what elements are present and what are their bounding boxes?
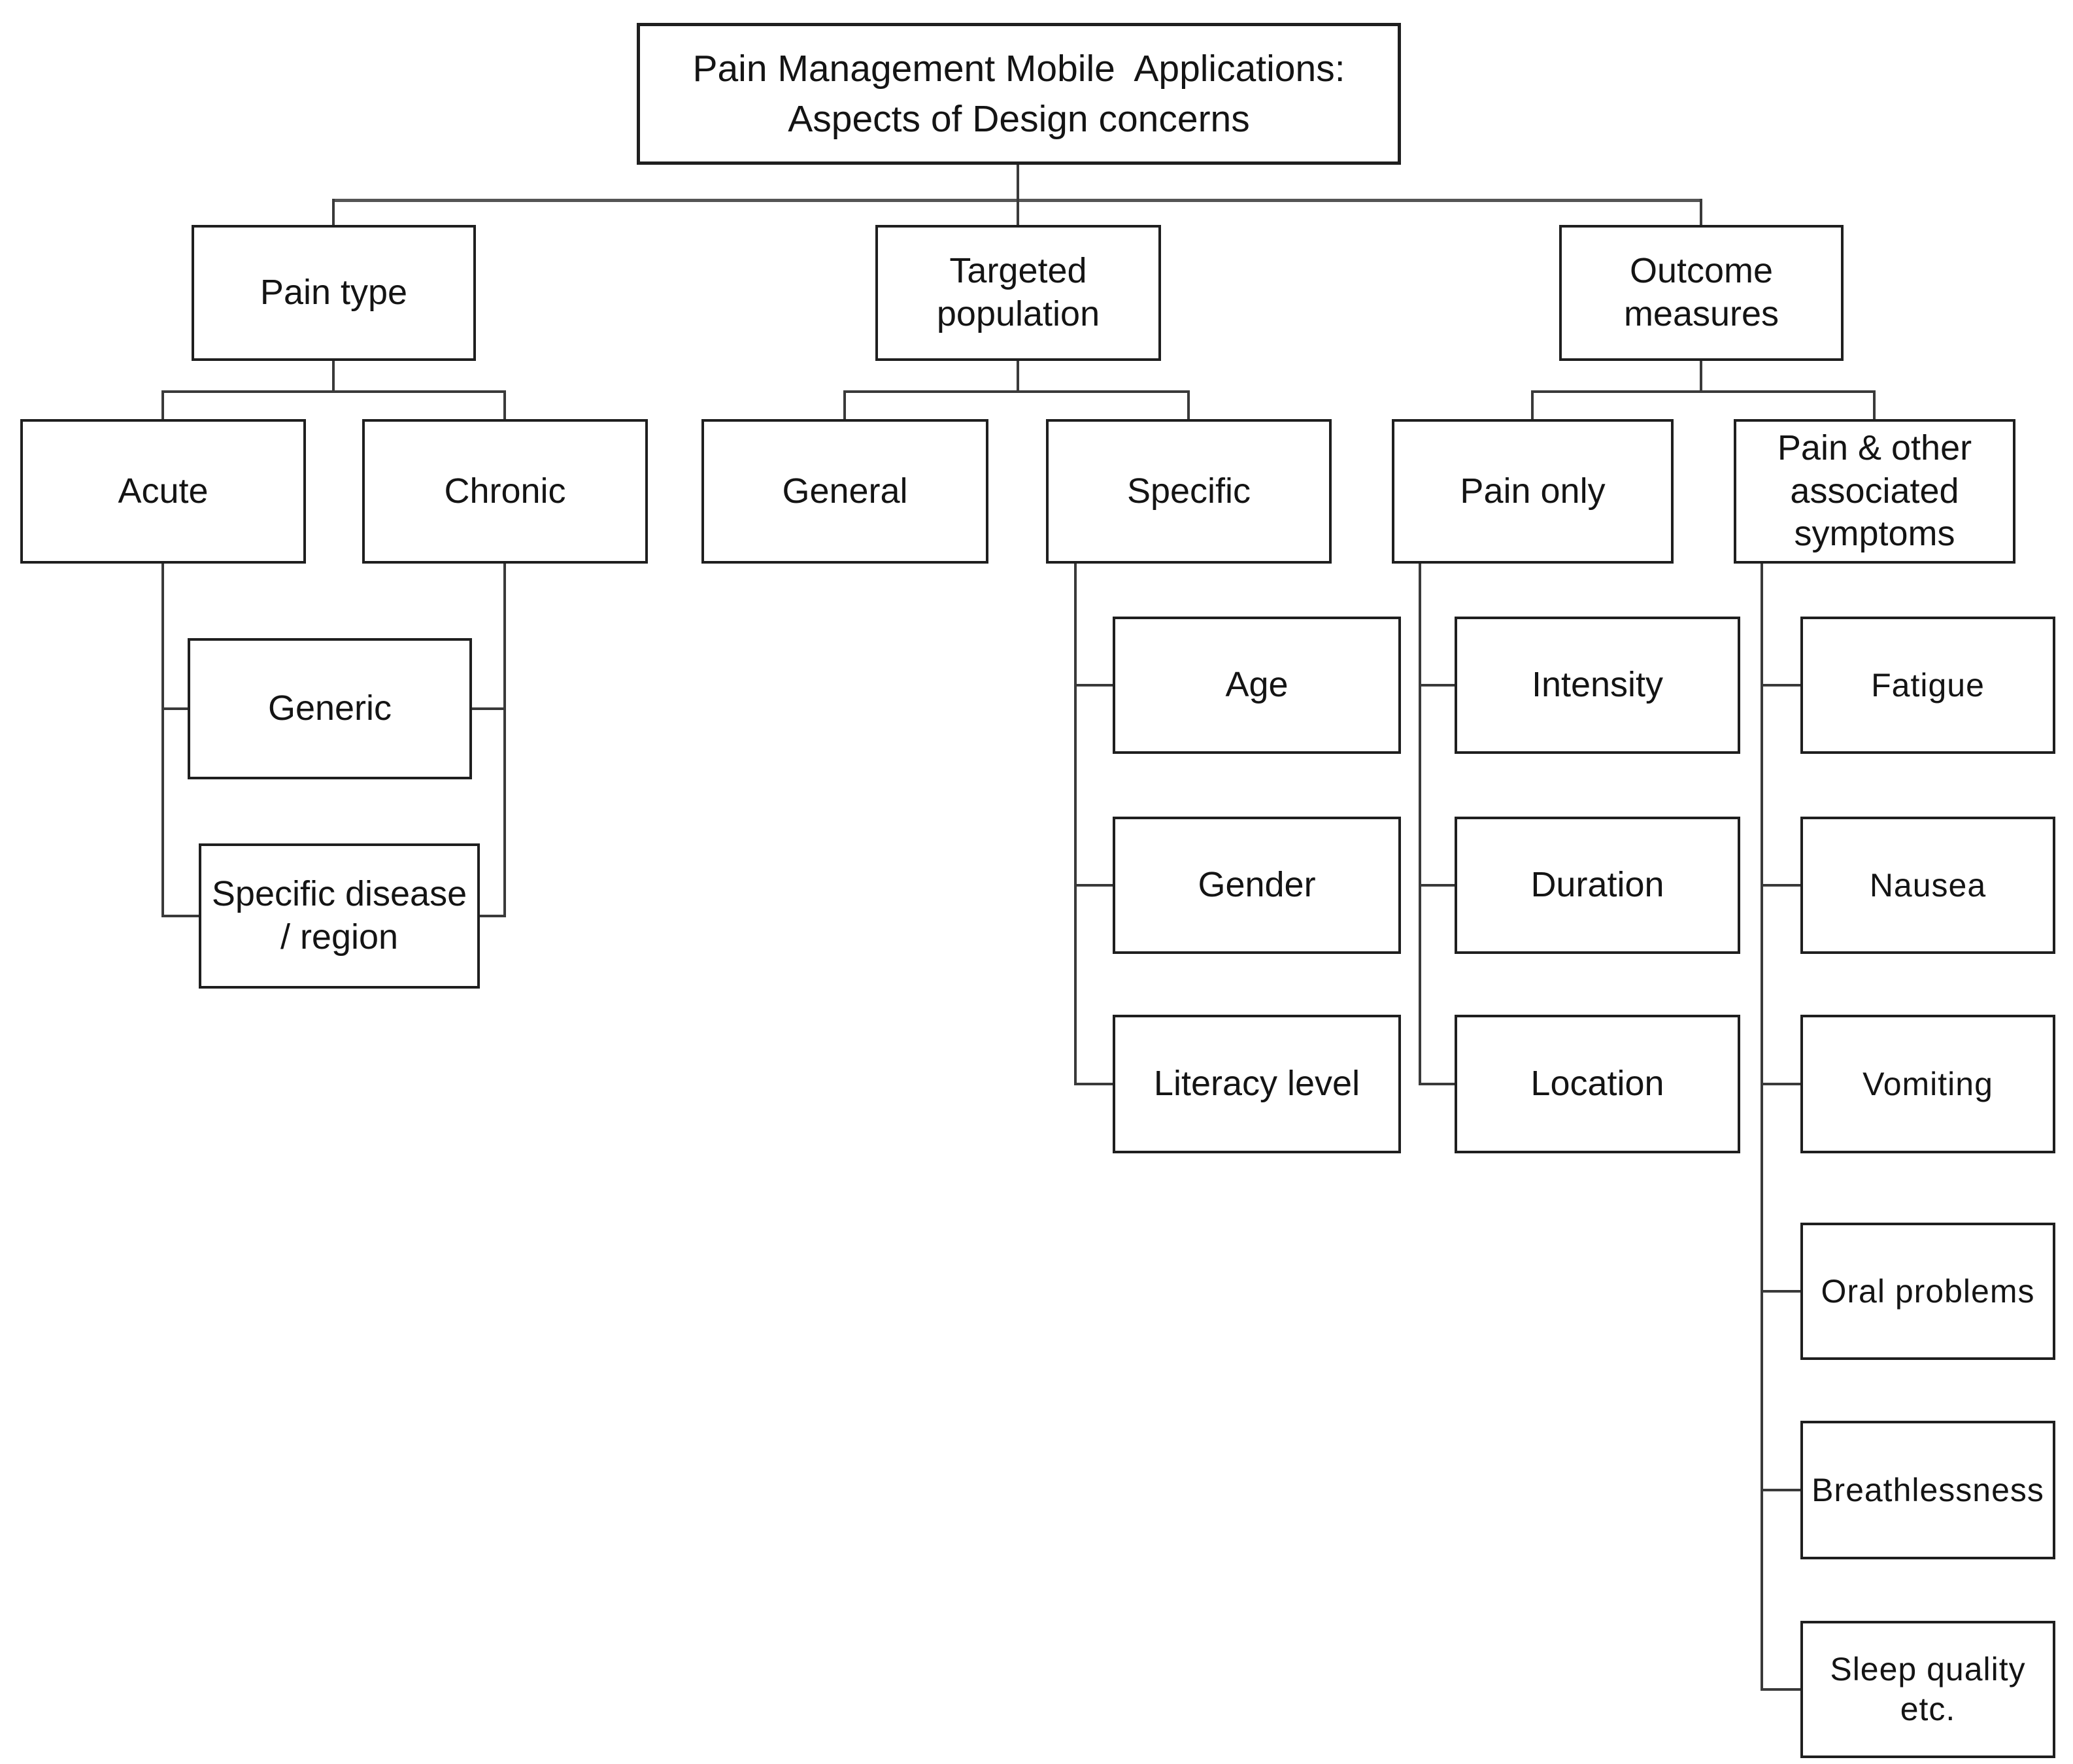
connector-stub-literacy	[1074, 1083, 1115, 1085]
node-literacy-level: Literacy level	[1113, 1015, 1401, 1153]
connector-drop-outcome-measures	[1700, 199, 1702, 226]
connector-stub-specific-disease-left	[161, 915, 201, 917]
connector-stub-fatigue	[1761, 684, 1803, 687]
connector-drop-chronic	[503, 390, 506, 420]
connector-outcome-stub	[1700, 361, 1702, 393]
node-vomiting: Vomiting	[1800, 1015, 2055, 1153]
node-breathlessness: Breathlessness	[1800, 1421, 2055, 1559]
connector-stub-intensity	[1419, 684, 1457, 687]
node-general: General	[701, 419, 988, 564]
node-gender: Gender	[1113, 817, 1401, 954]
connector-stub-sleep-quality	[1761, 1688, 1803, 1691]
node-specific: Specific	[1046, 419, 1332, 564]
node-generic: Generic	[188, 638, 472, 779]
connector-pain-type-branch	[161, 390, 506, 393]
connector-stub-vomiting	[1761, 1083, 1803, 1085]
connector-drop-acute	[161, 390, 164, 420]
node-specific-disease: Specific disease / region	[199, 843, 480, 989]
connector-stub-oral-problems	[1761, 1290, 1803, 1293]
node-chronic: Chronic	[362, 419, 648, 564]
connector-drop-specific	[1187, 390, 1190, 420]
connector-stub-duration	[1419, 884, 1457, 887]
connector-drop-general	[843, 390, 846, 420]
connector-drop-targeted-population	[1017, 199, 1019, 226]
node-pain-other: Pain & other associated symptoms	[1734, 419, 2015, 564]
connector-rail-chronic	[503, 564, 506, 917]
connector-stub-generic-left	[161, 707, 190, 710]
connector-rail-specific	[1074, 564, 1077, 1085]
connector-rail-acute	[161, 564, 164, 917]
node-title: Pain Management Mobile Applications: Asp…	[637, 23, 1401, 165]
connector-rail-pain-other	[1761, 564, 1763, 1691]
node-targeted-population: Targeted population	[875, 225, 1161, 361]
connector-drop-pain-only	[1531, 390, 1534, 420]
connector-stub-age	[1074, 684, 1115, 687]
node-nausea: Nausea	[1800, 817, 2055, 954]
node-oral-problems: Oral problems	[1800, 1223, 2055, 1360]
connector-targeted-stub	[1017, 361, 1019, 393]
connector-drop-pain-other	[1873, 390, 1876, 420]
connector-stub-location	[1419, 1083, 1457, 1085]
connector-stub-nausea	[1761, 884, 1803, 887]
connector-stub-specific-disease-right	[479, 915, 506, 917]
connector-stub-gender	[1074, 884, 1115, 887]
connector-stub-breathlessness	[1761, 1489, 1803, 1491]
node-pain-type: Pain type	[192, 225, 476, 361]
connector-outcome-branch	[1531, 390, 1876, 393]
connector-pain-type-stub	[332, 361, 335, 393]
node-acute: Acute	[20, 419, 306, 564]
node-duration: Duration	[1455, 817, 1740, 954]
connector-rail-pain-only	[1419, 564, 1421, 1085]
connector-stub-generic-right	[471, 707, 506, 710]
node-age: Age	[1113, 617, 1401, 754]
node-outcome-measures: Outcome measures	[1559, 225, 1844, 361]
node-fatigue: Fatigue	[1800, 617, 2055, 754]
node-intensity: Intensity	[1455, 617, 1740, 754]
connector-title-drop	[1017, 165, 1019, 202]
connector-targeted-branch	[843, 390, 1190, 393]
node-location: Location	[1455, 1015, 1740, 1153]
node-pain-only: Pain only	[1392, 419, 1674, 564]
node-sleep-quality: Sleep quality etc.	[1800, 1621, 2055, 1758]
connector-drop-pain-type	[332, 199, 335, 226]
